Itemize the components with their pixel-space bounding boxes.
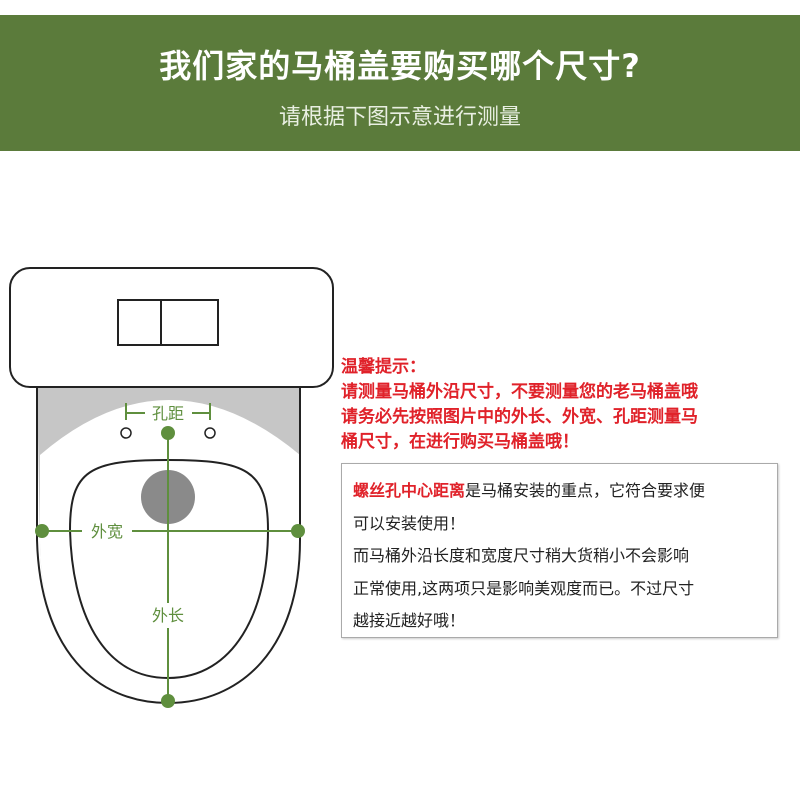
- measure-points: [35, 426, 305, 708]
- note-line: 可以安装使用！: [353, 514, 466, 533]
- screw-hole-right: [204, 427, 216, 439]
- note-line: 越接近越好哦！: [353, 611, 466, 630]
- flush-buttons: [117, 299, 219, 346]
- page-subtitle: 请根据下图示意进行测量: [278, 105, 521, 130]
- screw-hole-left: [120, 427, 132, 439]
- tips-line: 请务必先按照图片中的外长、外宽、孔距测量马: [341, 407, 698, 427]
- tips-line: 请测量马桶外沿尺寸，不要测量您的老马桶盖哦: [341, 382, 698, 402]
- header-banner: 我们家的马桶盖要购买哪个尺寸? 请根据下图示意进行测量: [0, 15, 800, 151]
- note-line: 而马桶外沿长度和宽度尺寸稍大货稍小不会影响: [353, 546, 690, 565]
- outer-length-label: 外长: [152, 606, 184, 625]
- note-line: 螺丝孔中心距离是马桶安装的重点，它符合要求便: [353, 477, 705, 501]
- tips-heading: 温馨提示：: [341, 357, 426, 377]
- note-text: 是马桶安装的重点，它符合要求便: [465, 481, 706, 500]
- toilet-diagram: 孔距 外宽 外长: [9, 267, 334, 708]
- hole-distance-bracket: [125, 403, 211, 420]
- tips-line: 桶尺寸，在进行购买马桶盖哦！: [341, 432, 579, 452]
- note-box: 螺丝孔中心距离是马桶安装的重点，它符合要求便 可以安装使用！ 而马桶外沿长度和宽…: [341, 463, 778, 638]
- toilet-tank: [9, 267, 334, 388]
- note-line: 正常使用,这两项只是影响美观度而已。不过尺寸: [353, 579, 695, 598]
- outer-width-label: 外宽: [91, 522, 123, 541]
- note-highlight: 螺丝孔中心距离: [353, 481, 466, 500]
- hole-distance-label: 孔距: [152, 404, 184, 423]
- page-title: 我们家的马桶盖要购买哪个尺寸?: [159, 47, 641, 85]
